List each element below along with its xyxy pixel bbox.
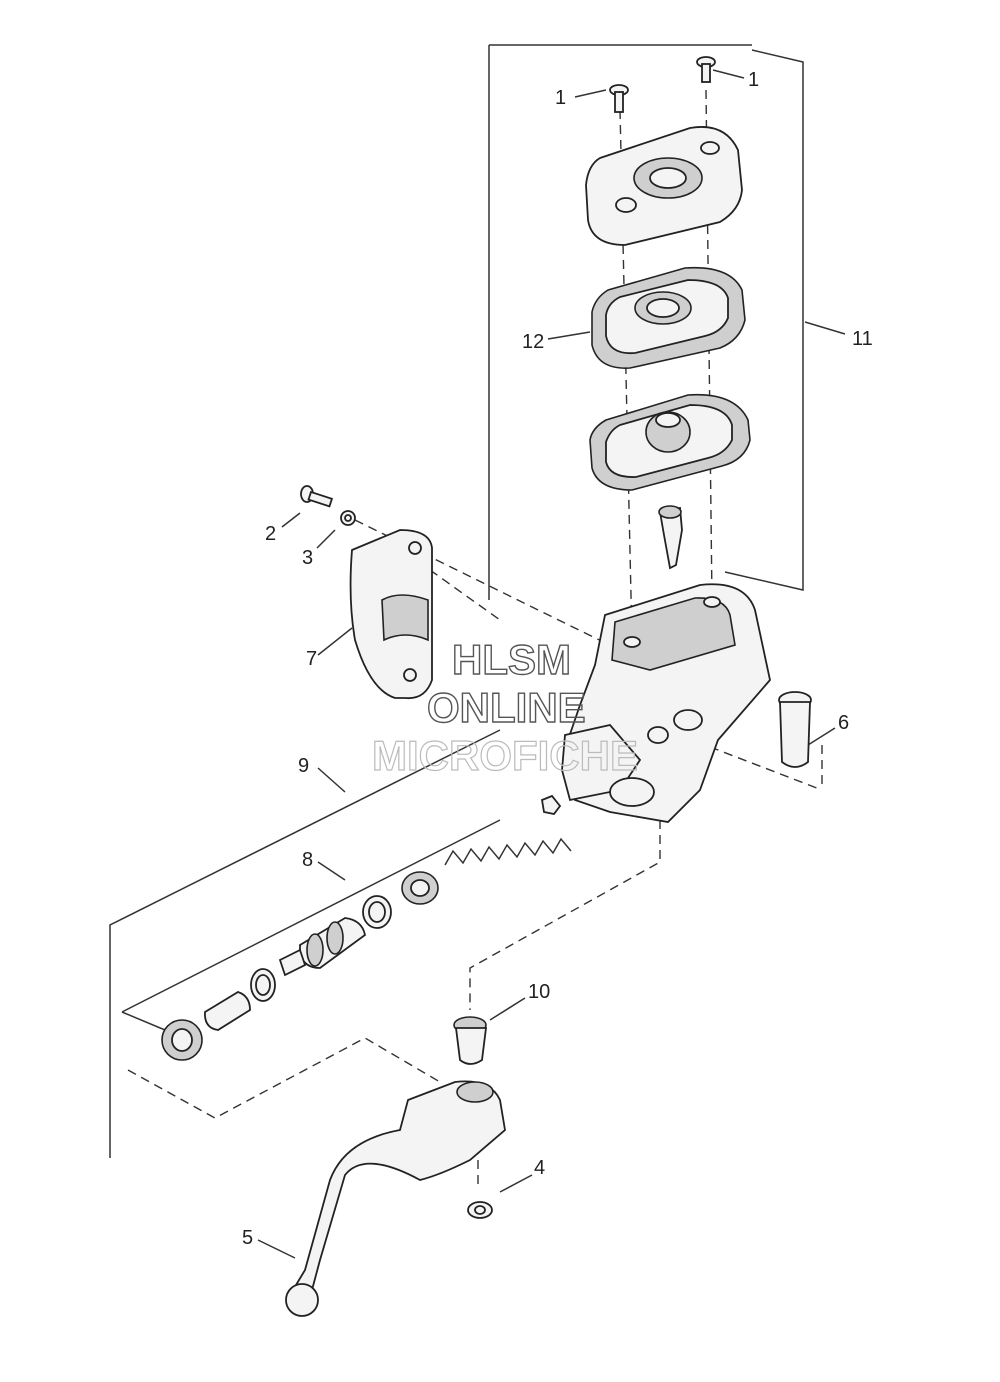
- sight-plug: [658, 505, 683, 570]
- assembly-bracket-9: [109, 729, 501, 1158]
- piston-kit: [161, 871, 439, 1061]
- callout-7: 7: [306, 648, 317, 670]
- watermark: HLSM ONLINE MICROFICHE: [371, 635, 638, 779]
- pivot-pin: [778, 691, 812, 768]
- reservoir-cover: [585, 126, 743, 246]
- watermark-line3: MICROFICHE: [372, 732, 638, 779]
- clamp-washer: [340, 510, 356, 526]
- watermark-line2: ONLINE: [427, 684, 586, 731]
- callout-3: 3: [302, 547, 313, 569]
- diaphragm-plate: [591, 266, 746, 369]
- callout-8: 8: [302, 849, 313, 871]
- callout-4: 4: [534, 1157, 545, 1179]
- callout-10: 10: [528, 981, 550, 1003]
- lever-bushing: [453, 1016, 488, 1065]
- callout-11: 11: [852, 328, 873, 350]
- callout-6: 6: [838, 712, 849, 734]
- clutch-lever: [285, 1080, 506, 1317]
- callout-12: 12: [522, 331, 544, 353]
- retaining-ring: [467, 1201, 493, 1219]
- screw-left: [609, 84, 629, 113]
- screw-right: [696, 56, 716, 83]
- callout-1-right: 1: [748, 69, 759, 91]
- callout-1-left: 1: [555, 87, 566, 109]
- watermark-line1: HLSM: [452, 636, 571, 683]
- clamp-screw: [300, 485, 334, 508]
- callout-5: 5: [242, 1227, 253, 1249]
- master-cylinder-body: [561, 583, 771, 823]
- leader-lines: [257, 69, 846, 1259]
- assembly-bracket-11: [488, 44, 804, 600]
- diaphragm: [589, 393, 751, 491]
- callouts: 1 1 2 3 4 5 6 7 8 9 10 11 12: [242, 69, 873, 1249]
- handlebar-clamp: [349, 529, 433, 700]
- callout-2: 2: [265, 523, 276, 545]
- callout-9: 9: [298, 755, 309, 777]
- return-spring: [444, 794, 572, 866]
